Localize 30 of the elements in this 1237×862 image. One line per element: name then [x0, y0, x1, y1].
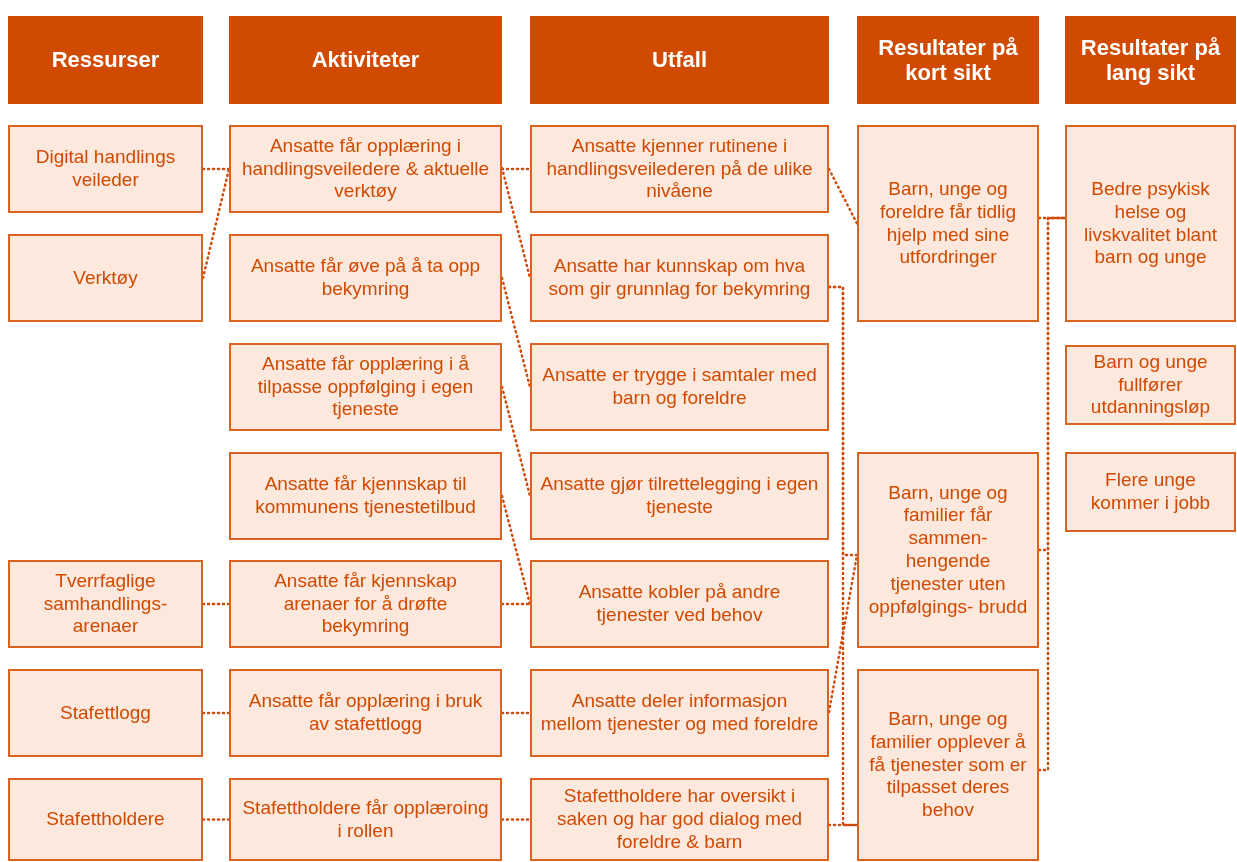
- text-box: Ansatte får kjennskap arenaer for å drøfte bekymring: [229, 560, 502, 648]
- text-box: Ansatte får opplæring i å tilpasse oppfølging i egen tjeneste: [229, 343, 502, 431]
- text-box: Ansatte kjenner rutinene i handlingsveilederen på de ulike nivåene: [530, 125, 829, 213]
- text-box: Ansatte gjør tilrettelegging i egen tjeneste: [530, 452, 829, 540]
- column-header: Aktiviteter: [229, 16, 502, 104]
- text-box: Stafettholdere: [8, 778, 203, 861]
- text-box: Barn, unge og foreldre får tidlig hjelp med sine utfordringer: [857, 125, 1039, 322]
- text-box: Stafettholdere får opplæroing i rollen: [229, 778, 502, 861]
- text-box: Ansatte deler informasjon mellom tjenester og med foreldre: [530, 669, 829, 757]
- column-header: Ressurser: [8, 16, 203, 104]
- text-box: Ansatte har kunnskap om hva som gir grunnlag for bekymring: [530, 234, 829, 322]
- text-box: Stafettlogg: [8, 669, 203, 757]
- column-header: Utfall: [530, 16, 829, 104]
- text-box: Digital handlings veileder: [8, 125, 203, 213]
- text-box: Verktøy: [8, 234, 203, 322]
- text-box: Ansatte får opplæring i handlingsveiledere & aktuelle verktøy: [229, 125, 502, 213]
- column-header: Resultater på lang sikt: [1065, 16, 1236, 104]
- text-box: Bedre psykisk helse og livskvalitet blant barn og unge: [1065, 125, 1236, 322]
- text-box: Stafettholdere har oversikt i saken og har god dialog med foreldre & barn: [530, 778, 829, 861]
- text-box: Ansatte får øve på å ta opp bekymring: [229, 234, 502, 322]
- text-box: Tverrfaglige samhandlings- arenaer: [8, 560, 203, 648]
- text-box: Flere unge kommer i jobb: [1065, 452, 1236, 532]
- text-box: Barn og unge fullfører utdanningsløp: [1065, 345, 1236, 425]
- text-box: Barn, unge og familier opplever å få tjenester som er tilpasset deres behov: [857, 669, 1039, 861]
- text-box: Ansatte får kjennskap til kommunens tjenestetilbud: [229, 452, 502, 540]
- column-header: Resultater på kort sikt: [857, 16, 1039, 104]
- text-box: Ansatte kobler på andre tjenester ved behov: [530, 560, 829, 648]
- text-box: Ansatte får opplæring i bruk av stafettlogg: [229, 669, 502, 757]
- text-box: Ansatte er trygge i samtaler med barn og foreldre: [530, 343, 829, 431]
- text-box: Barn, unge og familier får sammen- hengende tjenester uten oppfølgings- brudd: [857, 452, 1039, 648]
